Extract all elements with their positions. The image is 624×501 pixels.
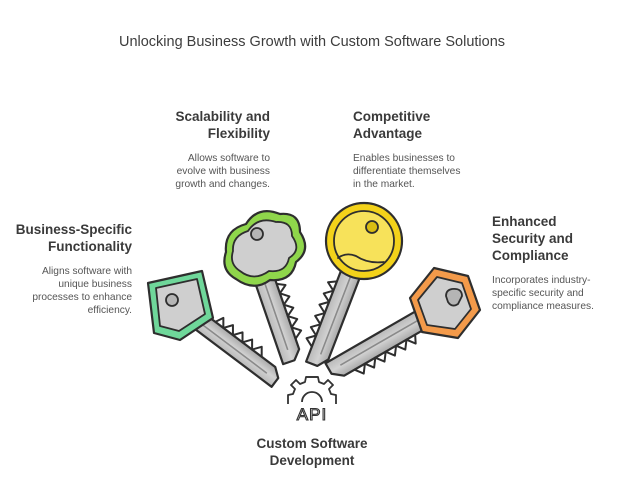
business-specific-description: Aligns software with unique business pro… [32,266,132,316]
business-specific-block: Business-Specific Functionality Aligns s… [0,221,132,317]
scalability-description: Allows software to evolve with business … [175,153,270,190]
security-block: Enhanced Security and Compliance Incorpo… [492,213,617,313]
center-block: Custom Software Development [232,435,392,469]
key-competitive [305,201,404,368]
key-security [324,266,482,377]
competitive-title: Competitive Advantage [353,109,431,141]
key-business-specific [146,269,280,388]
security-description: Incorporates industry- specific security… [492,275,594,312]
page-title: Unlocking Business Growth with Custom So… [118,34,506,50]
competitive-block: Competitive Advantage Enables businesses… [353,108,483,191]
security-title: Enhanced Security and Compliance [492,214,574,263]
gear-api-icon: API [287,376,337,425]
scalability-title: Scalability and Flexibility [175,109,270,141]
api-icon-text: API [297,405,327,424]
scalability-block: Scalability and Flexibility Allows softw… [150,108,270,191]
competitive-description: Enables businesses to differentiate them… [353,153,461,190]
key-scalability [223,210,307,366]
business-specific-title: Business-Specific Functionality [15,222,132,254]
center-title: Custom Software Development [256,436,368,468]
